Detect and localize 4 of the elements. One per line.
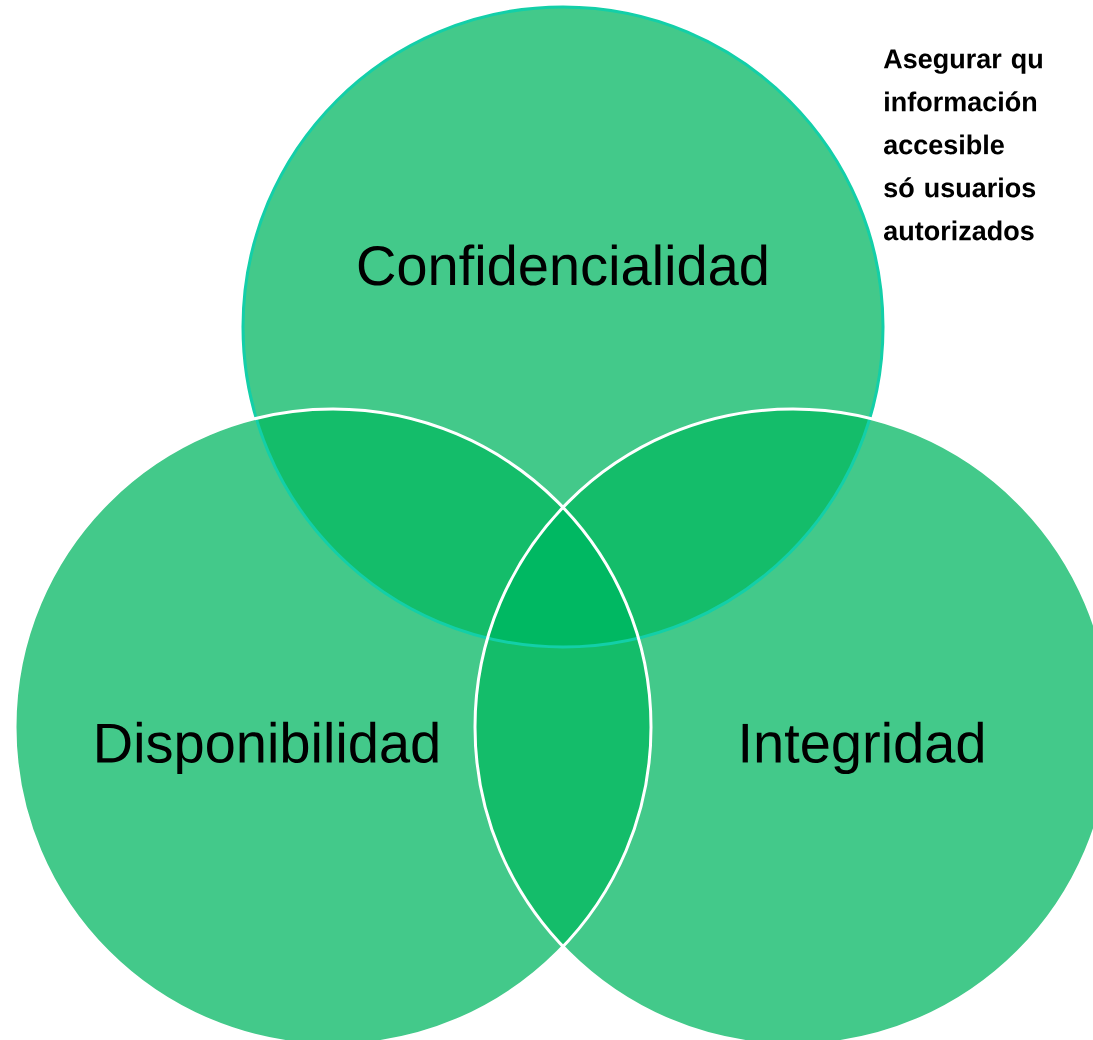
circle-label: Disponibilidad xyxy=(97,721,438,775)
circle-label: Integridad xyxy=(742,721,983,775)
circle-label: Confidencialidad xyxy=(358,244,767,286)
description-text: Asegurar qu información accesible só usuarios autorizados xyxy=(883,49,1042,241)
